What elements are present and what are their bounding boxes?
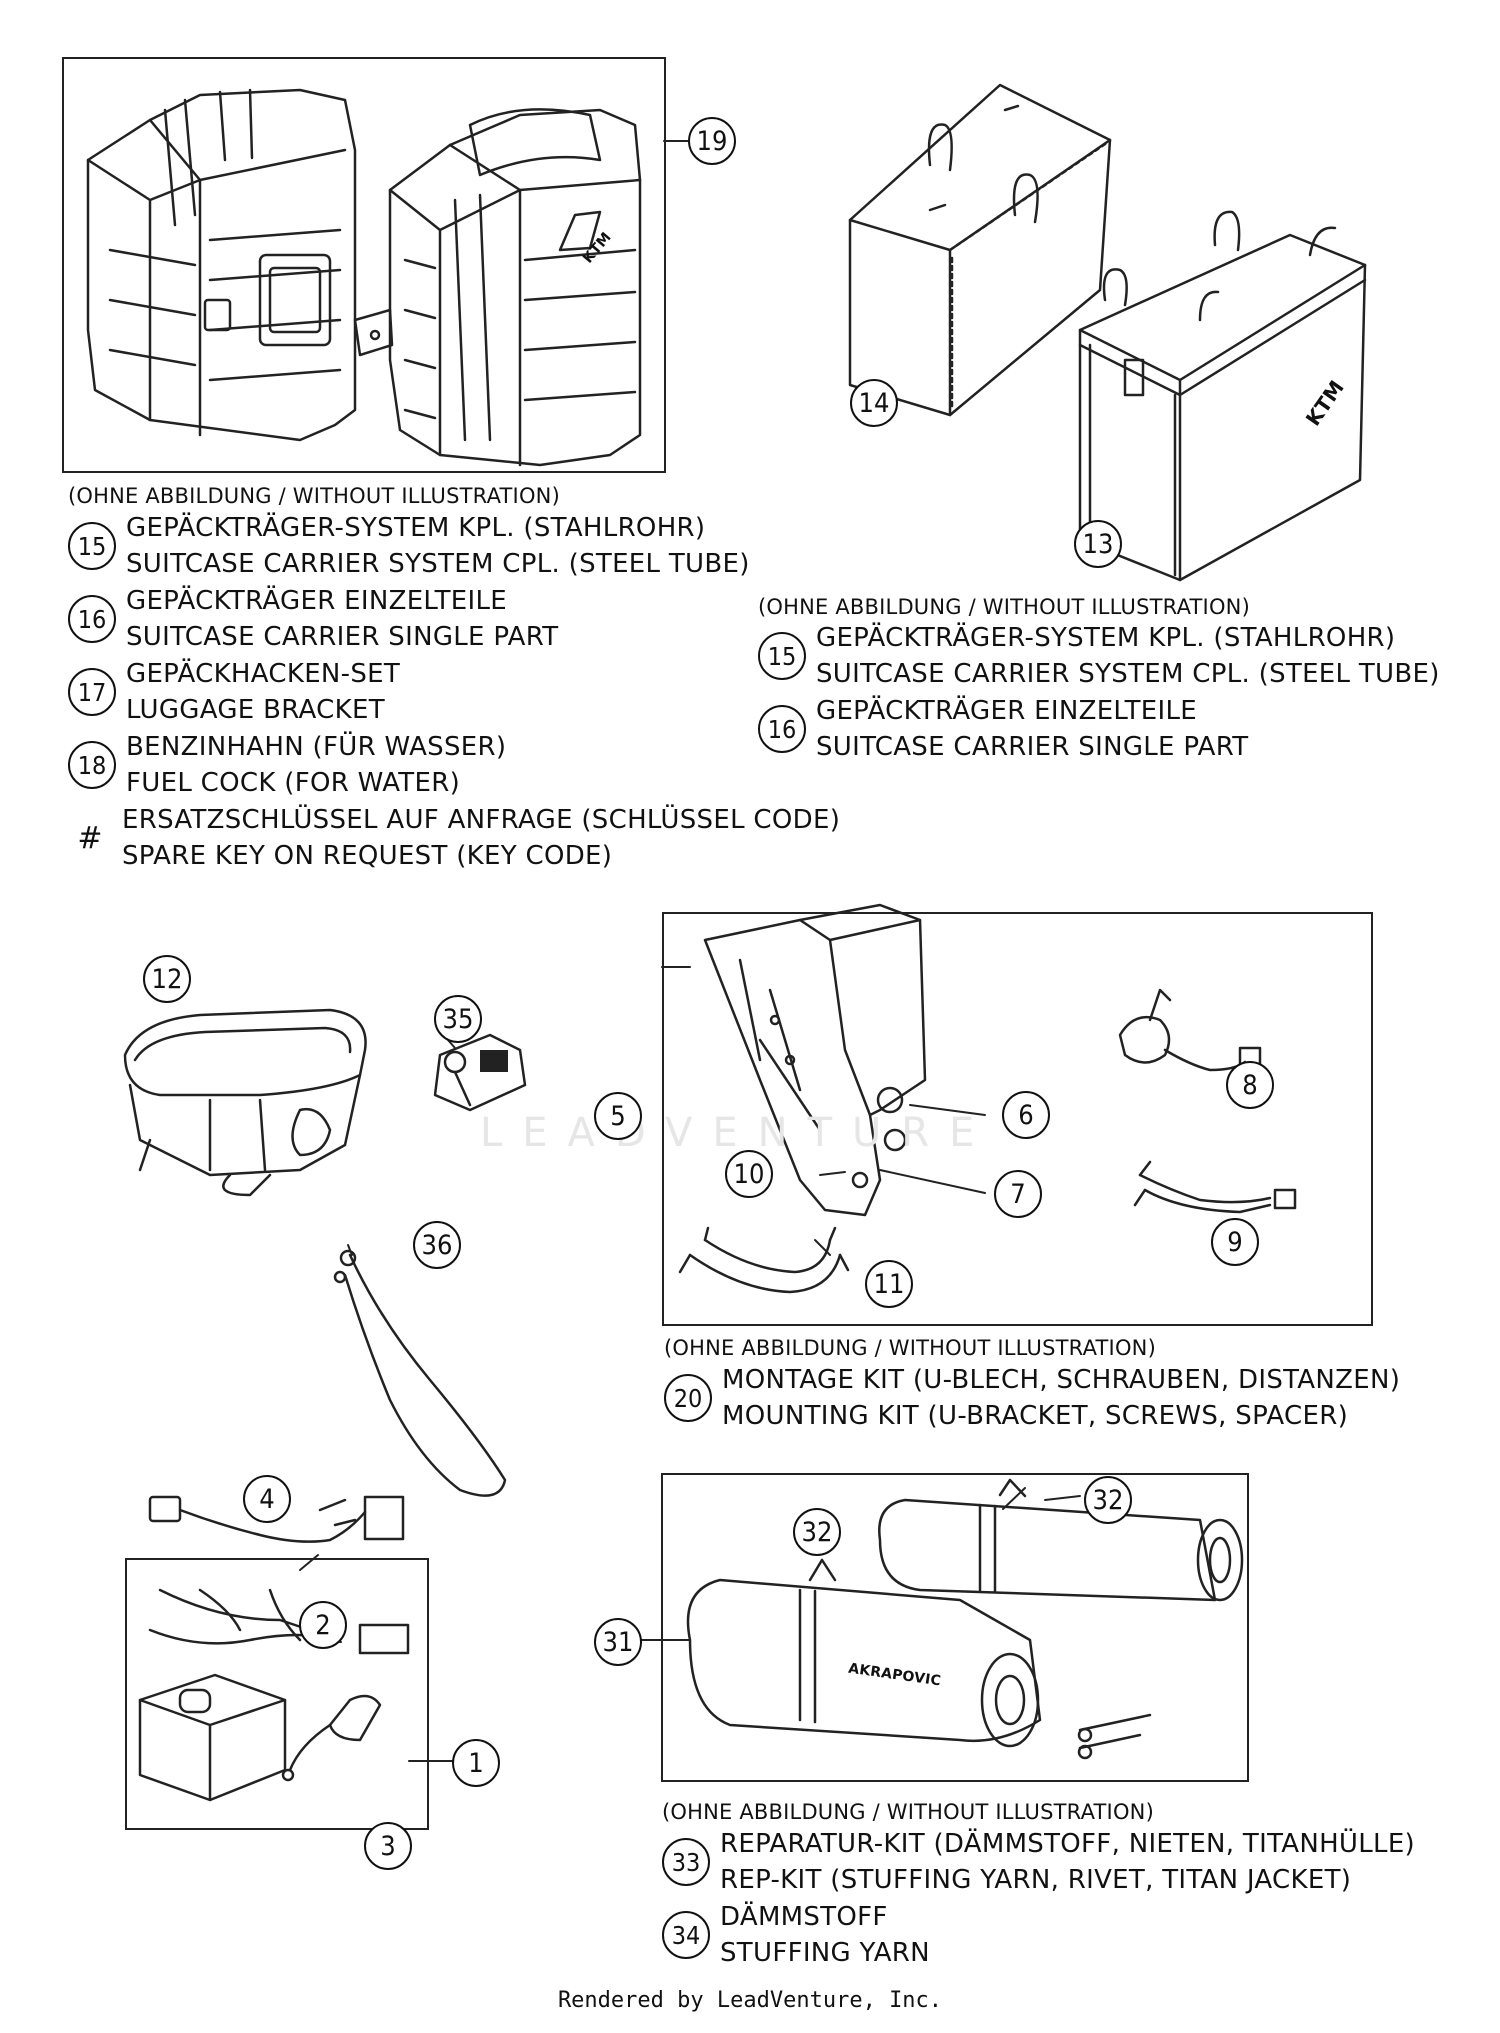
callout-2: 2 (299, 1601, 347, 1649)
callout-35: 35 (434, 995, 482, 1043)
part-number-badge: 16 (68, 595, 116, 643)
callout-5: 5 (594, 1092, 642, 1140)
item-label-de: DÄMMSTOFF (720, 1902, 888, 1932)
item-label-de: ERSATZSCHLÜSSEL AUF ANFRAGE (SCHLÜSSEL C… (122, 805, 841, 835)
note-item: 15 GEPÄCKTRÄGER-SYSTEM KPL. (STAHLROHR) S… (758, 620, 1440, 692)
note-item: 34 DÄMMSTOFF STUFFING YARN (662, 1899, 930, 1971)
item-label-en: LUGGAGE BRACKET (126, 695, 385, 725)
steel-cable-drawing (333, 1249, 507, 1497)
part-number-badge: 34 (662, 1911, 710, 1959)
wiring-harness-4-drawing (148, 1495, 405, 1543)
callout-19: 19 (688, 117, 736, 165)
item-label-de: BENZINHAHN (FÜR WASSER) (126, 732, 507, 762)
callout-4: 4 (243, 1475, 291, 1523)
muffler-frame (661, 1473, 1249, 1782)
muffler-pair-drawing (686, 1478, 1244, 1760)
item-label-en: SUITCASE CARRIER SINGLE PART (126, 622, 559, 652)
item-label-en: SUITCASE CARRIER SYSTEM CPL. (STEEL TUBE… (126, 549, 750, 579)
part-number-badge: 17 (68, 668, 116, 716)
note-item: 18 BENZINHAHN (FÜR WASSER) FUEL COCK (FOR… (68, 729, 506, 801)
hash-symbol: # (77, 820, 103, 856)
callout-8: 8 (1226, 1061, 1274, 1109)
callout-10: 10 (725, 1150, 773, 1198)
callout-31: 31 (594, 1618, 642, 1666)
item-label-de: MONTAGE KIT (U-BLECH, SCHRAUBEN, DISTANZ… (722, 1365, 1401, 1395)
callout-14: 14 (850, 379, 898, 427)
callout-9: 9 (1211, 1218, 1259, 1266)
item-label-de: GEPÄCKTRÄGER EINZELTEILE (816, 696, 1198, 726)
note-header-top-right: (OHNE ABBILDUNG / WITHOUT ILLUSTRATION) (758, 595, 1250, 619)
note-item: 16 GEPÄCKTRÄGER EINZELTEILE SUITCASE CARR… (758, 693, 1248, 765)
callout-11: 11 (865, 1260, 913, 1308)
part-number-badge: 20 (664, 1374, 712, 1422)
key-pouch-drawing (433, 1033, 527, 1112)
part-number-badge: 15 (758, 632, 806, 680)
item-label-de: REPARATUR-KIT (DÄMMSTOFF, NIETEN, TITANH… (720, 1829, 1415, 1859)
item-label-de: GEPÄCKTRÄGER-SYSTEM KPL. (STAHLROHR) (816, 623, 1396, 653)
alarm-kit-drawing (138, 1588, 410, 1802)
part-number-badge: 16 (758, 705, 806, 753)
callout-1: 1 (452, 1739, 500, 1787)
callout-32-right: 32 (1084, 1476, 1132, 1524)
soft-box-drawing (848, 83, 1112, 417)
heated-grip-kit-drawing (678, 903, 1297, 1294)
part-number-badge: 15 (68, 522, 116, 570)
callout-7: 7 (994, 1170, 1042, 1218)
watermark: LEADVENTURE (480, 1110, 995, 1156)
item-label-en: SPARE KEY ON REQUEST (KEY CODE) (122, 841, 613, 871)
item-label-en: REP-KIT (STUFFING YARN, RIVET, TITAN JAC… (720, 1865, 1352, 1895)
note-item: 17 GEPÄCKHACKEN-SET LUGGAGE BRACKET (68, 656, 400, 728)
tank-bag-drawing (123, 1008, 367, 1197)
footer-credit: Rendered by LeadVenture, Inc. (557, 1988, 943, 2013)
part-number-badge: 33 (662, 1838, 710, 1886)
item-label-en: SUITCASE CARRIER SINGLE PART (816, 732, 1249, 762)
callout-32-left: 32 (793, 1508, 841, 1556)
item-label-en: STUFFING YARN (720, 1938, 930, 1968)
note-item: # ERSATZSCHLÜSSEL AUF ANFRAGE (SCHLÜSSEL… (68, 802, 840, 874)
note-header-middle: (OHNE ABBILDUNG / WITHOUT ILLUSTRATION) (664, 1336, 1156, 1360)
callout-12: 12 (143, 955, 191, 1003)
item-label-en: FUEL COCK (FOR WATER) (126, 768, 461, 798)
note-header-bottom: (OHNE ABBILDUNG / WITHOUT ILLUSTRATION) (662, 1800, 1154, 1824)
suitcase-frame (62, 57, 666, 473)
heated-grip-frame (662, 912, 1373, 1326)
item-label-en: MOUNTING KIT (U-BRACKET, SCREWS, SPACER) (722, 1401, 1349, 1431)
callout-6: 6 (1002, 1091, 1050, 1139)
suitcase-pair-drawing (86, 88, 642, 467)
note-item: 20 MONTAGE KIT (U-BLECH, SCHRAUBEN, DIST… (664, 1362, 1400, 1434)
part-number-badge: 18 (68, 741, 116, 789)
item-label-de: GEPÄCKTRÄGER EINZELTEILE (126, 586, 508, 616)
callout-13: 13 (1074, 520, 1122, 568)
alarm-frame (125, 1558, 429, 1830)
note-header-top-left: (OHNE ABBILDUNG / WITHOUT ILLUSTRATION) (68, 484, 560, 508)
item-label-en: SUITCASE CARRIER SYSTEM CPL. (STEEL TUBE… (816, 659, 1440, 689)
note-item: 16 GEPÄCKTRÄGER EINZELTEILE SUITCASE CARR… (68, 583, 558, 655)
callout-3: 3 (364, 1822, 412, 1870)
callout-36: 36 (413, 1221, 461, 1269)
item-label-de: GEPÄCKHACKEN-SET (126, 659, 401, 689)
note-item: 33 REPARATUR-KIT (DÄMMSTOFF, NIETEN, TIT… (662, 1826, 1415, 1898)
note-item: 15 GEPÄCKTRÄGER-SYSTEM KPL. (STAHLROHR) S… (68, 510, 750, 582)
item-label-de: GEPÄCKTRÄGER-SYSTEM KPL. (STAHLROHR) (126, 513, 706, 543)
